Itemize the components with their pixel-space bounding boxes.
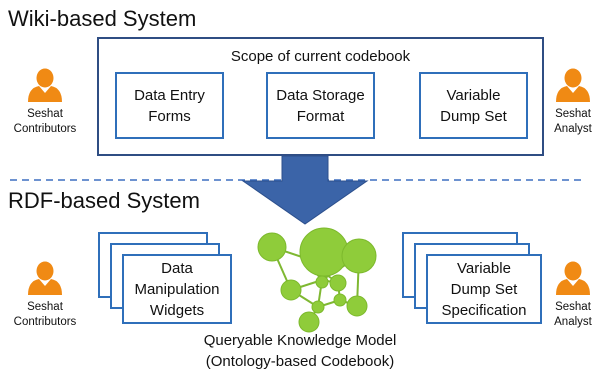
- box-line: Data Entry: [134, 86, 205, 104]
- card-line: Specification: [441, 301, 527, 319]
- data-entry-forms-box: Data Entry Forms: [115, 72, 224, 139]
- box-line: Forms: [148, 107, 191, 125]
- seshat-contributors-label: Seshat Contributors: [13, 108, 77, 135]
- data-storage-format-box: Data Storage Format: [266, 72, 375, 139]
- seshat-contributors-label: Seshat Contributors: [13, 301, 77, 328]
- box-line: Variable: [446, 86, 501, 104]
- person-icon: [556, 68, 590, 102]
- graph-nodes: [257, 227, 377, 333]
- label-line: Queryable Knowledge Model: [203, 332, 397, 349]
- knowledge-model-label: Queryable Knowledge Model (Ontology-base…: [195, 330, 405, 372]
- person-icon: [28, 68, 62, 102]
- down-arrow-icon: [241, 155, 369, 225]
- label-line: (Ontology-based Codebook): [205, 353, 395, 370]
- box-line: Data Storage: [276, 86, 365, 104]
- box-line: Dump Set: [440, 107, 507, 125]
- seshat-analyst-label: Seshat Analyst: [554, 108, 592, 135]
- variable-dump-set-box: Variable Dump Set: [419, 72, 528, 139]
- scope-title: Scope of current codebook: [230, 48, 411, 65]
- variable-dump-set-specification-card: Variable Dump Set Specification: [426, 254, 542, 324]
- card-line: Variable: [457, 259, 511, 277]
- card-line: Widgets: [149, 301, 205, 319]
- card-line: Manipulation: [134, 280, 220, 298]
- rdf-section-title: RDF-based System: [8, 188, 200, 213]
- wiki-section-title: Wiki-based System: [8, 6, 197, 31]
- card-line: Dump Set: [450, 280, 518, 298]
- person-icon: [28, 261, 62, 295]
- box-line: Format: [296, 107, 345, 125]
- card-line: Data: [161, 259, 193, 277]
- seshat-analyst-label: Seshat Analyst: [554, 301, 592, 328]
- data-manipulation-widgets-card: Data Manipulation Widgets: [122, 254, 232, 324]
- person-icon: [556, 261, 590, 295]
